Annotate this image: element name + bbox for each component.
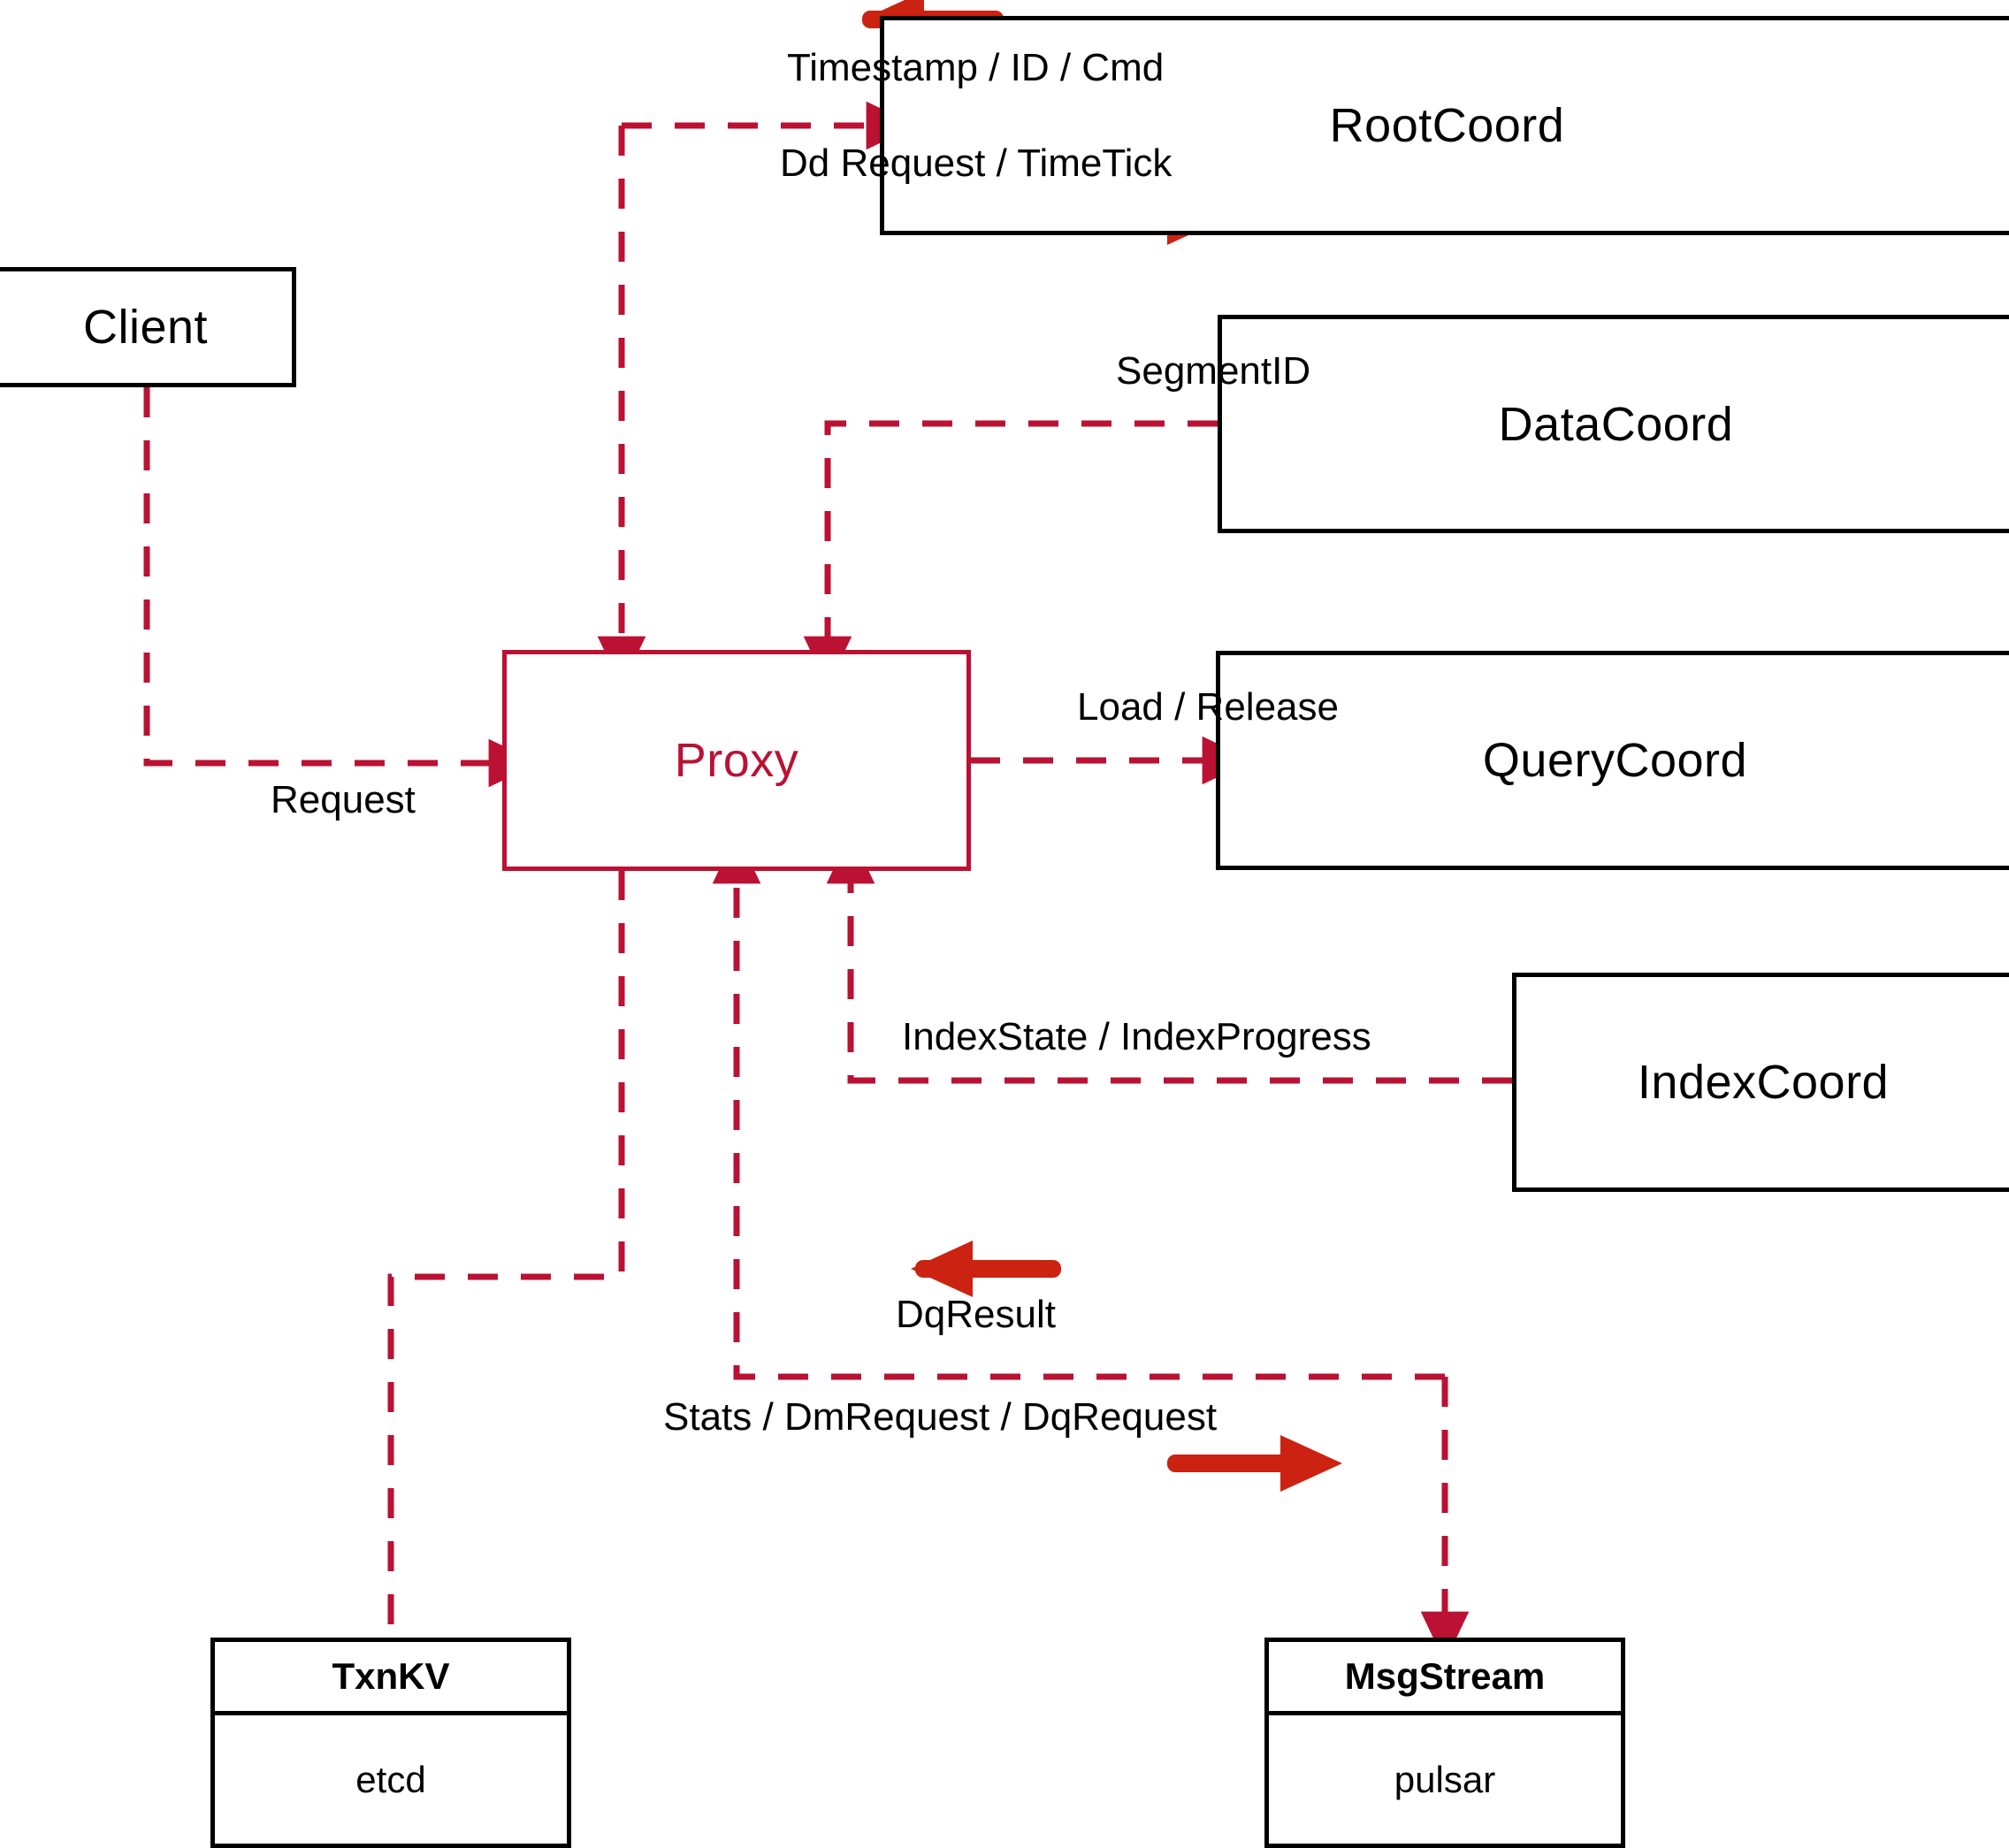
dq-result-direction-arrow (911, 1241, 1061, 1297)
node-datacoord[interactable]: DataCoord (1218, 315, 2009, 533)
node-querycoord[interactable]: QueryCoord (1216, 651, 2009, 870)
edge-label-index-state-progress: IndexState / IndexProgress (902, 1015, 1371, 1058)
stats-dm-dq-request-direction-arrow (1167, 1435, 1342, 1492)
edge-msgstream-to-proxy (712, 833, 1445, 1380)
edge-proxy-to-txnkv (387, 870, 625, 1638)
node-txnkv-header: TxnKV (215, 1642, 567, 1715)
node-msgstream-title: MsgStream (1344, 1655, 1546, 1697)
node-indexcoord[interactable]: IndexCoord (1512, 973, 2009, 1192)
edge-label-timestamp-id-cmd: Timestamp / ID / Cmd (787, 46, 1165, 89)
node-msgstream-body: pulsar (1269, 1715, 1621, 1844)
node-msgstream-impl: pulsar (1394, 1758, 1496, 1800)
node-txnkv[interactable]: TxnKV etcd (210, 1638, 571, 1848)
node-querycoord-label: QueryCoord (1482, 734, 1748, 787)
edge-indexcoord-to-proxy (826, 833, 1512, 1084)
edge-label-request: Request (271, 778, 416, 821)
node-msgstream-header: MsgStream (1269, 1642, 1621, 1715)
node-txnkv-impl: etcd (355, 1758, 426, 1800)
node-txnkv-body: etcd (215, 1715, 567, 1844)
node-txnkv-title: TxnKV (332, 1655, 450, 1697)
edge-label-dd-request-timetick: Dd Request / TimeTick (780, 141, 1173, 185)
node-proxy[interactable]: Proxy (502, 650, 971, 871)
node-datacoord-label: DataCoord (1498, 397, 1734, 451)
node-client-label: Client (82, 301, 209, 354)
node-rootcoord-label: RootCoord (1329, 99, 1565, 152)
edge-label-dq-result: DqResult (896, 1293, 1056, 1336)
node-msgstream[interactable]: MsgStream pulsar (1264, 1638, 1625, 1848)
node-proxy-label: Proxy (674, 734, 799, 787)
edge-datacoord-to-proxy (803, 420, 1218, 687)
edge-label-load-release: Load / Release (1077, 685, 1339, 729)
edge-client-to-proxy (143, 387, 539, 788)
node-client[interactable]: Client (0, 267, 296, 387)
edge-label-stats-dm-dq-request: Stats / DmRequest / DqRequest (663, 1395, 1218, 1439)
node-indexcoord-label: IndexCoord (1637, 1056, 1890, 1109)
edge-label-segment-id: SegmentID (1116, 349, 1311, 393)
node-rootcoord[interactable]: RootCoord (880, 16, 2009, 235)
